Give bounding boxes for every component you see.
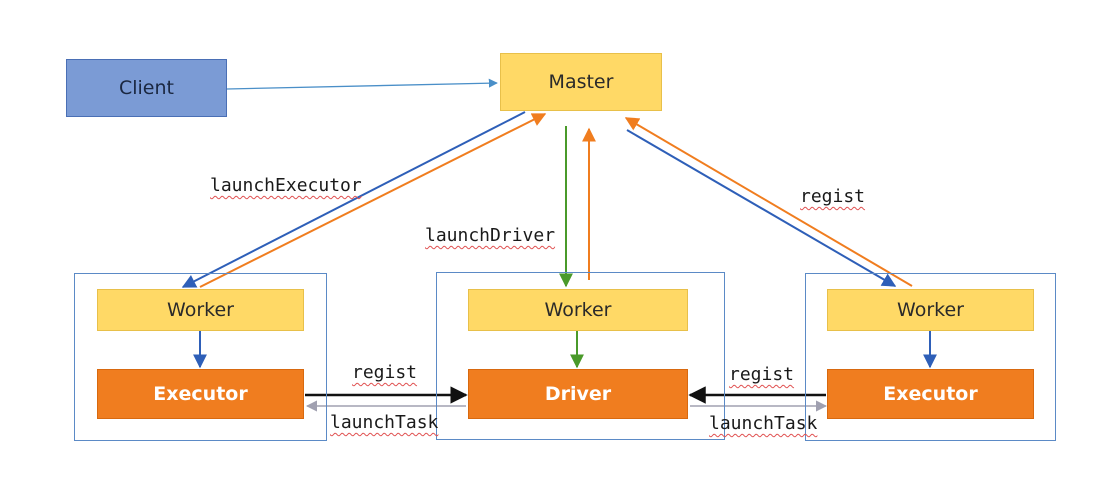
right-executor-node: Executor xyxy=(827,369,1034,419)
launch-task-left-label: launchTask xyxy=(330,412,439,433)
left-worker-group xyxy=(74,273,327,441)
right-worker-node: Worker xyxy=(827,289,1034,331)
launch-driver-label: launchDriver xyxy=(425,225,556,246)
client-node: Client xyxy=(66,59,227,117)
right-worker-to-master-arrow xyxy=(624,117,913,287)
regist-right-label: regist xyxy=(729,364,795,385)
driver-node: Driver xyxy=(468,369,688,419)
left-worker-to-master-arrow xyxy=(199,113,547,288)
regist-master-label: regist xyxy=(800,186,866,207)
left-worker-node: Worker xyxy=(97,289,304,331)
middle-worker-node: Worker xyxy=(468,289,688,331)
middle-worker-group xyxy=(436,272,725,440)
master-to-left-worker-arrow xyxy=(181,111,526,288)
left-executor-node: Executor xyxy=(97,369,304,419)
launch-executor-label: launchExecutor xyxy=(210,175,362,196)
master-to-right-worker-arrow xyxy=(626,129,897,287)
client-to-master-arrow xyxy=(226,78,498,90)
regist-left-label: regist xyxy=(352,362,418,383)
right-worker-group xyxy=(805,273,1056,441)
master-node: Master xyxy=(500,53,662,111)
launch-task-right-label: launchTask xyxy=(709,413,818,434)
